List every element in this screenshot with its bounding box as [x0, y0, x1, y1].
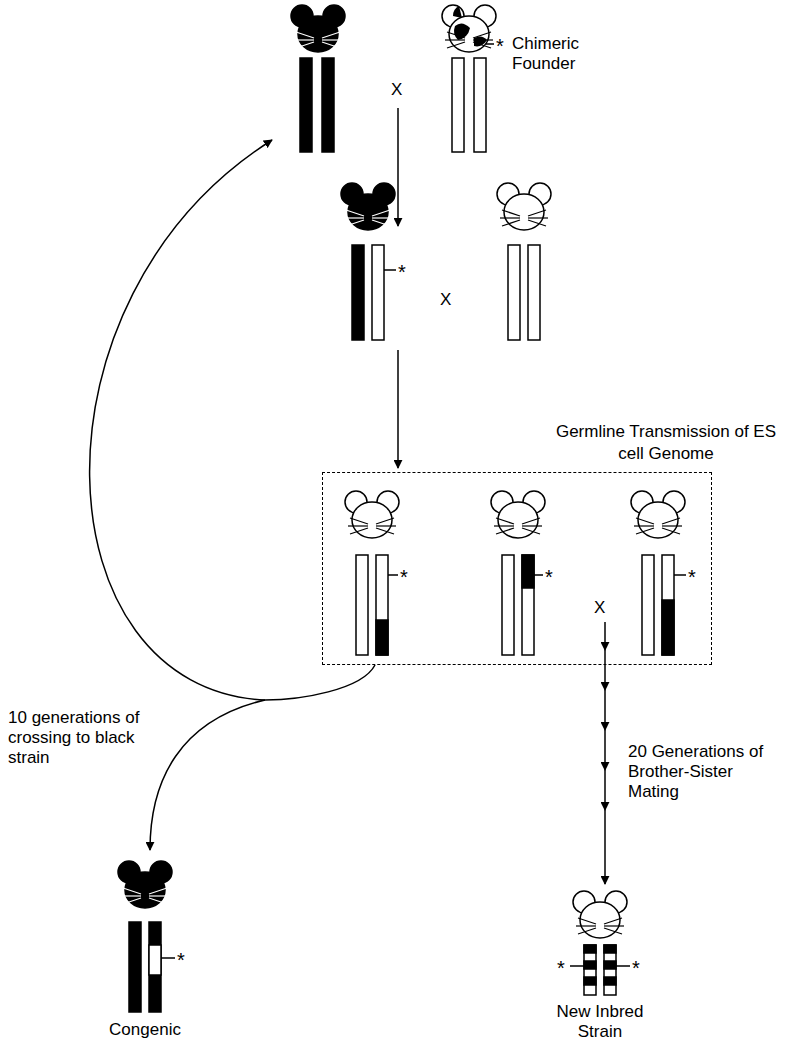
- chromosomes: [352, 245, 540, 340]
- cross-arrow: [397, 350, 399, 468]
- cross-symbol: X: [594, 598, 610, 618]
- mutation-asterisk: *: [688, 567, 702, 587]
- strain-label: Congenic: [90, 1020, 200, 1040]
- chimeric-mouse: [442, 5, 496, 52]
- strain-label: New Inbred Strain: [540, 1002, 660, 1042]
- white-mouse: [491, 491, 545, 538]
- dashed-group-box: Germline Transmission of ES cell Genome: [322, 472, 712, 665]
- cross-arrow: [397, 108, 399, 226]
- black-mouse: [118, 861, 172, 908]
- white-mouse: [573, 891, 627, 938]
- mutation-asterisk: *: [177, 950, 191, 970]
- chromosomes: [570, 945, 630, 995]
- white-mouse: [631, 491, 685, 538]
- strain-label: Chimeric Founder: [512, 34, 602, 74]
- mutation-asterisk: *: [545, 567, 559, 587]
- mutation-asterisk: *: [632, 958, 646, 978]
- black-mouse: [291, 5, 345, 52]
- mutation-asterisk: *: [400, 567, 414, 587]
- cross-symbol: X: [391, 80, 407, 100]
- generation-arrows: [604, 622, 606, 884]
- black-mouse: [341, 183, 395, 230]
- white-mouse: [345, 491, 399, 538]
- white-mouse: [497, 183, 551, 230]
- mutation-asterisk: *: [398, 262, 412, 282]
- cross-symbol: X: [440, 290, 456, 310]
- chromosomes: [129, 922, 175, 1012]
- group-heading: Germline Transmission of ES cell Genome: [541, 421, 791, 465]
- step-note: 20 Generations of Brother-Sister Mating: [628, 742, 778, 802]
- mutation-asterisk: *: [557, 958, 571, 978]
- chromosomes: [300, 44, 494, 152]
- mutation-asterisk: *: [496, 36, 510, 56]
- step-note: 10 generations of crossing to black stra…: [8, 708, 158, 768]
- chromosomes: [356, 555, 686, 655]
